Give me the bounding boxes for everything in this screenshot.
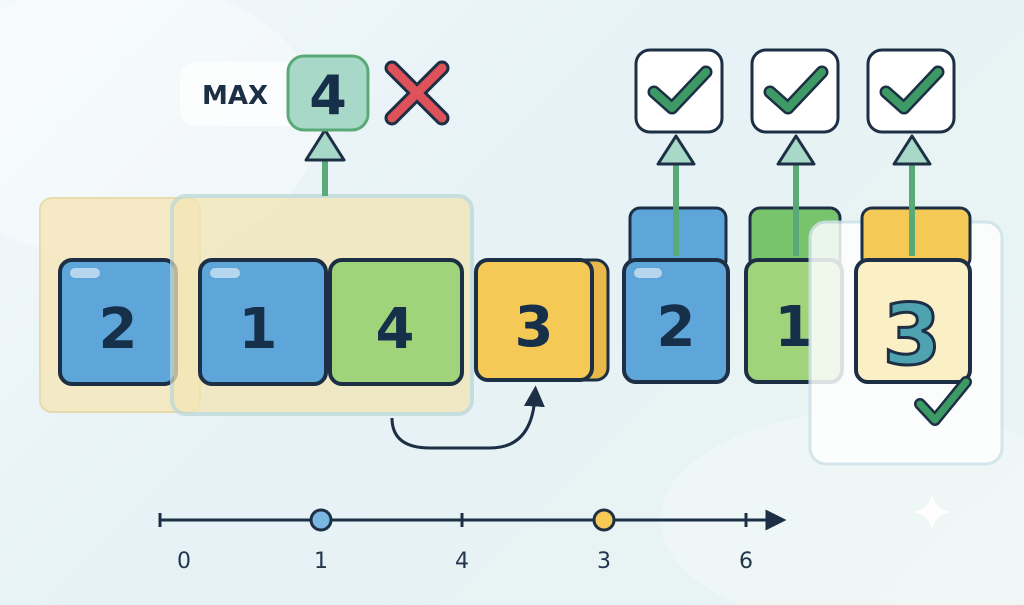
check-icon — [650, 68, 710, 112]
max-value: 4 — [309, 64, 347, 127]
check-box — [634, 48, 724, 134]
check-icon — [882, 68, 942, 112]
tile-value: 1 — [239, 297, 278, 362]
axis-tick-label: 6 — [739, 549, 753, 574]
sparkle-icon — [914, 494, 950, 530]
up-arrow-icon — [892, 134, 932, 256]
check-icon — [916, 378, 970, 424]
tile-value: 3 — [883, 286, 941, 384]
axis-tick-label: 0 — [177, 549, 191, 574]
up-arrow-icon — [656, 134, 696, 256]
number-line: 0 1 4 3 6 — [158, 508, 787, 574]
tile-3: 3 — [474, 258, 610, 382]
tile-value: 4 — [376, 297, 415, 362]
tile-value: 2 — [657, 295, 696, 360]
curved-arrow-icon — [390, 385, 545, 450]
axis-marker-yellow — [592, 508, 616, 532]
axis-tick-label: 3 — [597, 549, 611, 574]
axis-tick-label: 1 — [314, 549, 328, 574]
axis-marker-blue — [309, 508, 333, 532]
tile-value: 2 — [99, 297, 138, 362]
up-arrow-icon — [304, 128, 346, 196]
tile-value: 1 — [775, 295, 814, 360]
tile-3-right: 3 — [808, 206, 1004, 466]
tile-value: 3 — [515, 295, 554, 360]
max-label: MAX — [202, 81, 268, 111]
max-badge: MAX 4 — [180, 54, 370, 132]
tile-2: 2 — [58, 258, 178, 386]
cross-icon — [384, 60, 450, 126]
tile-1: 1 — [198, 258, 328, 386]
up-arrow-icon — [776, 134, 816, 256]
check-icon — [766, 68, 826, 112]
check-box — [866, 48, 956, 134]
check-box — [750, 48, 840, 134]
tile-4: 4 — [328, 258, 464, 386]
axis-tick-label: 4 — [455, 549, 469, 574]
